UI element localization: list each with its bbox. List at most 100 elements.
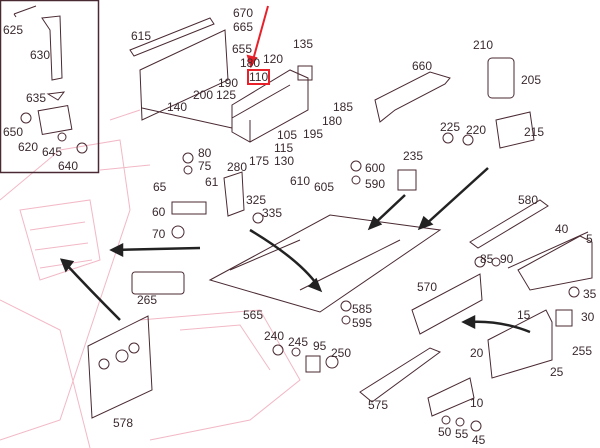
part-label: 655 [232, 42, 253, 56]
part-label: 45 [472, 433, 486, 447]
part-label: 225 [440, 120, 461, 134]
part-650 [20, 112, 32, 124]
part-635 [46, 91, 66, 101]
part-label: 40 [555, 222, 569, 236]
part-5 [517, 235, 593, 291]
part-label: 585 [352, 302, 373, 316]
part-label: 255 [572, 344, 593, 358]
part-label: 120 [263, 52, 284, 66]
part-label: 115 [274, 141, 294, 155]
arrow-215 [423, 167, 489, 227]
part-label: 645 [42, 145, 63, 159]
part-label: 125 [216, 88, 237, 102]
part-label: 65 [153, 180, 167, 194]
part-label: 130 [274, 154, 295, 168]
part-580 [469, 199, 549, 249]
part-label: 625 [3, 23, 24, 37]
part-label: 175 [249, 154, 270, 168]
part-label: 30 [581, 310, 595, 324]
part-label: 640 [58, 159, 79, 173]
dashboard-background-sketch [0, 109, 301, 448]
part-578 [87, 315, 153, 419]
part-label: 190 [218, 76, 239, 90]
part-15 [487, 309, 553, 379]
part-575 [359, 347, 442, 403]
part-label: 605 [314, 180, 335, 194]
part-label: 135 [293, 37, 314, 51]
part-label: 25 [550, 365, 564, 379]
part-655 [139, 29, 229, 121]
part-10 [427, 377, 475, 417]
part-label: 578 [113, 416, 134, 430]
part-135 [297, 65, 313, 81]
part-label: 265 [137, 293, 158, 307]
part-label: 185 [333, 100, 354, 114]
inset-frame [0, 0, 100, 174]
part-label: 650 [3, 125, 24, 139]
part-label: 570 [417, 280, 438, 294]
part-label: 600 [365, 161, 386, 175]
part-570 [411, 273, 483, 335]
part-label: 20 [470, 346, 484, 360]
part-label: 575 [368, 398, 389, 412]
part-label: 590 [365, 177, 386, 191]
part-label: 670 [233, 6, 254, 20]
part-label: 325 [246, 193, 267, 207]
part-630 [41, 15, 63, 81]
part-label: 245 [288, 335, 309, 349]
highlighted-part-label: 110 [246, 69, 271, 85]
part-265 [131, 271, 185, 295]
part-label: 620 [18, 140, 39, 154]
part-label: 660 [412, 59, 433, 73]
part-61 [171, 201, 207, 215]
part-label: 595 [352, 316, 373, 330]
part-235 [397, 169, 417, 191]
part-label: 220 [466, 123, 487, 137]
part-615 [129, 17, 215, 57]
part-label: 50 [438, 425, 452, 439]
part-label: 15 [517, 308, 531, 322]
part-label: 210 [473, 38, 494, 52]
part-label: 5 [586, 232, 593, 246]
part-280 [223, 171, 245, 217]
relay-block [231, 65, 313, 143]
part-40 [507, 231, 589, 269]
part-label: 235 [403, 149, 424, 163]
direction-arrows [59, 167, 531, 334]
part-label: 105 [277, 128, 298, 142]
part-label: 580 [518, 193, 539, 207]
part-label: 75 [198, 159, 212, 173]
part-label: 90 [500, 252, 514, 266]
part-645 [57, 132, 67, 142]
part-label: 10 [470, 396, 484, 410]
part-label: 280 [227, 160, 248, 174]
part-label: 565 [243, 308, 264, 322]
part-label: 240 [264, 329, 285, 343]
arrow-to-dashboard [111, 246, 201, 252]
part-label: 35 [583, 287, 597, 301]
part-label: 635 [26, 91, 47, 105]
part-label: 95 [313, 339, 327, 353]
part-205 [487, 57, 515, 99]
part-label: 55 [455, 427, 469, 441]
part-label: 205 [521, 73, 542, 87]
part-label: 60 [152, 205, 166, 219]
part-label: 215 [524, 125, 545, 139]
part-label: 180 [240, 56, 261, 70]
part-label: 665 [233, 20, 254, 34]
part-565 [208, 214, 442, 313]
part-label: 610 [290, 174, 311, 188]
part-label: 80 [198, 146, 212, 160]
part-label: 180 [322, 114, 343, 128]
part-label: 140 [167, 100, 188, 114]
arrow-578 [63, 261, 121, 321]
part-label: 250 [331, 346, 352, 360]
highlight-arrow [246, 5, 269, 69]
part-label: 85 [480, 252, 494, 266]
part-640 [76, 142, 88, 154]
part-660 [374, 71, 451, 123]
part-label: 615 [131, 29, 152, 43]
part-label: 335 [262, 206, 283, 220]
